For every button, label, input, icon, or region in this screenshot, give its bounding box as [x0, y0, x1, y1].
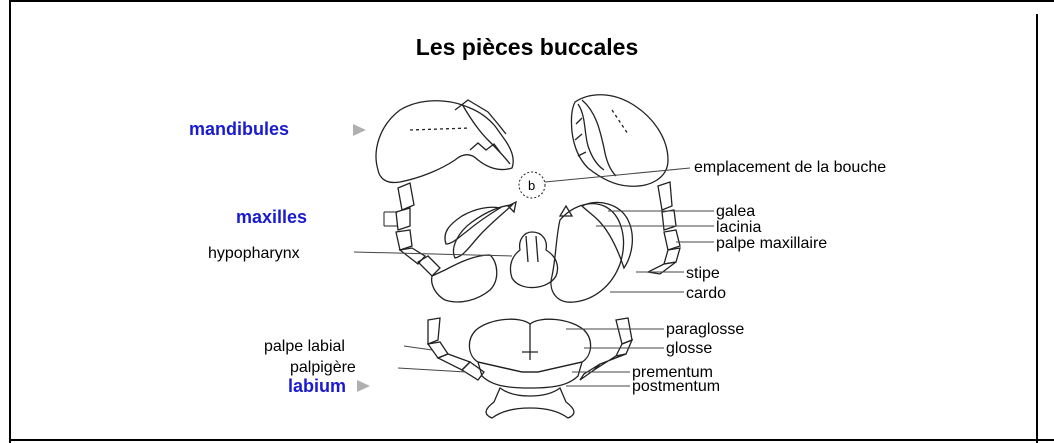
- labium-category: labium: [288, 376, 370, 396]
- left-mandible: [376, 100, 513, 183]
- label-stipe: stipe: [686, 265, 720, 282]
- label-galea: galea: [716, 203, 755, 220]
- mandibules-category: mandibules: [189, 119, 366, 139]
- label-paraglosse: paraglosse: [666, 321, 744, 338]
- category-mandibules: mandibules: [189, 119, 289, 139]
- mouth-marker-letter: b: [528, 178, 535, 193]
- label-emplacement-bouche: emplacement de la bouche: [694, 159, 886, 176]
- label-postmentum: postmentum: [632, 378, 720, 395]
- label-palpigere: palpigère: [290, 359, 356, 376]
- label-cardo: cardo: [686, 285, 726, 302]
- labium-arrow-icon: [357, 380, 370, 392]
- category-labium: labium: [288, 376, 346, 396]
- right-maxilla: [551, 182, 680, 302]
- label-palpe-maxillaire: palpe maxillaire: [716, 235, 827, 252]
- mandibules-arrow-icon: [353, 124, 366, 136]
- label-hypopharynx: hypopharynx: [208, 245, 300, 262]
- label-glosse: glosse: [666, 340, 712, 357]
- maxilles-category: maxilles: [236, 207, 398, 227]
- right-mandible: [571, 95, 668, 187]
- left-maxilla: [396, 183, 516, 302]
- hypopharynx: [510, 232, 557, 288]
- label-palpe-labial: palpe labial: [264, 338, 345, 355]
- category-maxilles: maxilles: [236, 207, 307, 227]
- labium-structure: [428, 318, 632, 418]
- maxilla-leader-lines: [354, 211, 714, 292]
- label-lacinia: lacinia: [716, 219, 761, 236]
